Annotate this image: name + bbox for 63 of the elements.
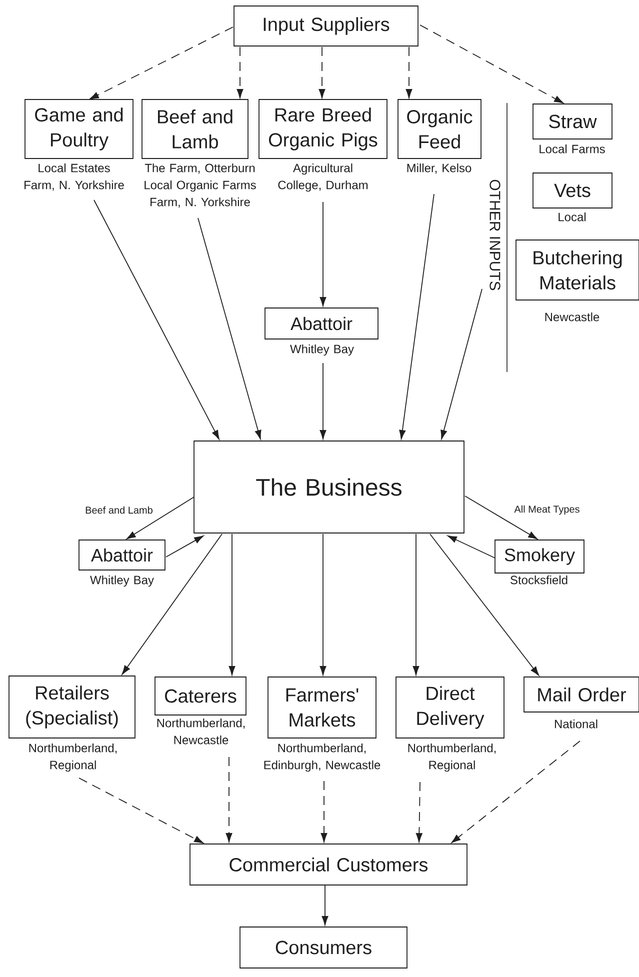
location-text: Northumberland, Regional [29, 743, 117, 772]
arrow [122, 534, 222, 675]
location-text: Agricultural College, Durham [278, 163, 368, 192]
arrow [226, 756, 232, 842]
process-box: Consumers [240, 926, 408, 968]
location-text: Northumberland, Newcastle [157, 718, 245, 744]
arrow [322, 884, 328, 926]
location-text: Stocksfield [510, 575, 568, 584]
location-text: Local [558, 212, 586, 222]
location-text: Local Estates Farm, N. Yorkshire [24, 163, 124, 191]
location-text: Whitley Bay [290, 344, 354, 356]
process-box: Abattoir [78, 540, 166, 570]
arrow [166, 536, 204, 558]
arrow [430, 534, 540, 676]
process-box: The Business [194, 440, 464, 534]
process-box: Farmers' Markets [268, 676, 376, 738]
location-text: Miller, Kelso [407, 163, 472, 174]
process-box: Retailers (Specialist) [8, 676, 136, 738]
arrow [320, 780, 328, 842]
process-box: Smokery [494, 540, 584, 574]
process-box: Abattoir [264, 308, 378, 340]
location-text: National [554, 719, 598, 728]
process-box: Game and Poultry [24, 99, 134, 159]
location-text: Northumberland, Edinburgh, Newcastle [264, 743, 380, 772]
process-box: Input Suppliers [234, 6, 418, 46]
arrow [448, 535, 496, 558]
process-box: Beef and Lamb [142, 99, 248, 159]
arrow [320, 362, 326, 440]
location-text: Newcastle [545, 312, 600, 322]
process-box: Rare Breed Organic Pigs [258, 99, 388, 159]
process-box: Mail Order [524, 676, 639, 712]
arrow [416, 782, 422, 842]
arrow [89, 26, 234, 100]
arrow [464, 496, 538, 540]
edge-label: All Meat Types [514, 505, 580, 515]
process-box: Direct Delivery [396, 676, 504, 738]
arrow [320, 534, 326, 676]
arrow [412, 534, 420, 676]
location-text: Local Farms [540, 144, 605, 154]
edge-label: Beef and Lamb [86, 506, 152, 514]
arrow [451, 740, 580, 844]
arrow [399, 194, 434, 440]
location-text: The Farm, Otterburn Local Organic Farms Farm, N. Yorkshire [144, 163, 256, 208]
process-box: Commercial Customers [190, 844, 468, 886]
arrow [236, 46, 244, 98]
arrow [440, 288, 482, 440]
process-box: Straw [532, 104, 612, 140]
process-box: Organic Feed [398, 99, 482, 159]
arrow [126, 496, 194, 540]
process-box: Butchering Materials [516, 240, 639, 300]
arrow [78, 778, 204, 844]
location-text: Northumberland, Regional [408, 743, 496, 772]
process-box: Caterers [154, 676, 246, 716]
side-label: OTHER INPUTS [490, 180, 500, 290]
arrow [318, 46, 326, 98]
process-box: Vets [532, 172, 612, 208]
arrow [406, 46, 412, 98]
arrow [320, 202, 326, 306]
arrow [198, 218, 262, 440]
location-text: Whitley Bay [90, 575, 154, 587]
arrow [94, 200, 220, 440]
arrow [228, 534, 236, 676]
arrow [420, 24, 564, 104]
